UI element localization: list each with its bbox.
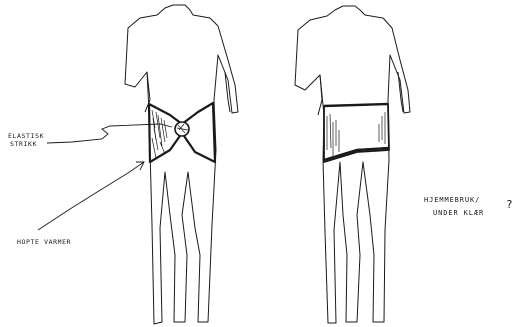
hip-warmer-pointer-line: [38, 162, 144, 230]
left-figure-outline: [125, 5, 238, 324]
hip-warmer-label: HOPTE VARMER: [17, 238, 71, 246]
question-mark: ?: [506, 201, 513, 209]
home-garment-shape: [324, 104, 389, 162]
elastic-label-line2: STRIKK: [10, 140, 37, 148]
right-figure-outline: [295, 6, 410, 323]
hip-warmer-shape: [149, 103, 215, 162]
home-use-label-line2: UNDER KLÆR: [433, 209, 484, 218]
elastic-label-line1: ELASTISK: [8, 132, 44, 140]
home-use-label-line1: HJEMMEBRUK/: [424, 196, 480, 205]
